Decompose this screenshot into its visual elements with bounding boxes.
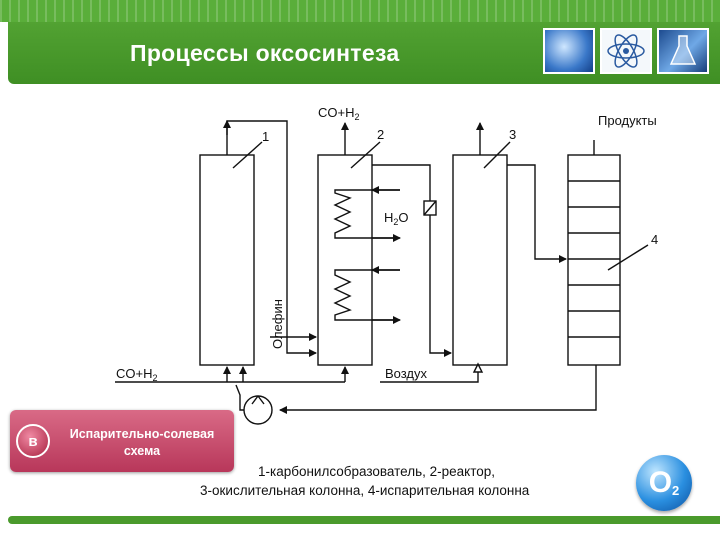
caption-line-2: 3-окислительная колонна, 4-испарительная… bbox=[200, 483, 530, 498]
scheme-type-label: Испарительно-солевая схема bbox=[69, 427, 215, 458]
recycle-pump-icon bbox=[243, 395, 273, 425]
column-3-pointer bbox=[483, 141, 511, 169]
line-valve-to-col3 bbox=[429, 215, 452, 357]
footer-green-line bbox=[8, 516, 720, 524]
column-1-pointer bbox=[232, 141, 263, 169]
label-water: H2O bbox=[384, 210, 409, 227]
slide-header: Процессы оксосинтеза bbox=[0, 0, 720, 88]
label-olefin: Олефин bbox=[270, 299, 285, 349]
bubbles-thumbnail bbox=[543, 28, 595, 74]
column-1-carbonyl-former bbox=[199, 154, 255, 366]
label-air: Воздух bbox=[385, 366, 428, 381]
caption-line-1: 1-карбонилсобразователь, 2-реактор, bbox=[258, 464, 496, 479]
column-2-reactor bbox=[317, 154, 373, 366]
label-n2: 2 bbox=[377, 127, 384, 142]
scheme-letter-badge: в bbox=[16, 424, 50, 458]
flask-icon bbox=[669, 35, 697, 65]
line-col2-to-valve bbox=[372, 164, 431, 201]
slide-title: Процессы оксосинтеза bbox=[130, 40, 400, 66]
oxosynthesis-process-diagram: 1 2 3 4 CO+H2 CO+H2 H2O Олефин Воздух Пр… bbox=[115, 105, 658, 425]
label-n3: 3 bbox=[509, 127, 516, 142]
header-top-bar bbox=[0, 0, 720, 22]
label-syngas-left: CO+H2 bbox=[116, 366, 158, 383]
label-syngas-top: CO+H2 bbox=[318, 105, 360, 122]
column-3-oxidation-column bbox=[452, 154, 508, 366]
recycle-line bbox=[279, 365, 597, 414]
column-2-pointer bbox=[350, 141, 381, 169]
label-products: Продукты bbox=[598, 113, 657, 128]
flask-thumbnail bbox=[657, 28, 709, 74]
column-4-evaporation-column bbox=[567, 154, 621, 366]
header-thumbnails bbox=[543, 28, 709, 74]
atom-thumbnail bbox=[600, 28, 652, 74]
cooling-coil-upper bbox=[333, 186, 401, 242]
cooling-coil-lower bbox=[333, 266, 401, 324]
atom-icon bbox=[607, 34, 645, 68]
column-4-pointer bbox=[607, 244, 649, 271]
label-n1: 1 bbox=[262, 129, 269, 144]
diagram-legend-caption: 1-карбонилсобразователь, 2-реактор, 3-ок… bbox=[200, 462, 580, 500]
label-n4: 4 bbox=[651, 232, 658, 247]
line-col3-to-col4 bbox=[507, 164, 567, 263]
